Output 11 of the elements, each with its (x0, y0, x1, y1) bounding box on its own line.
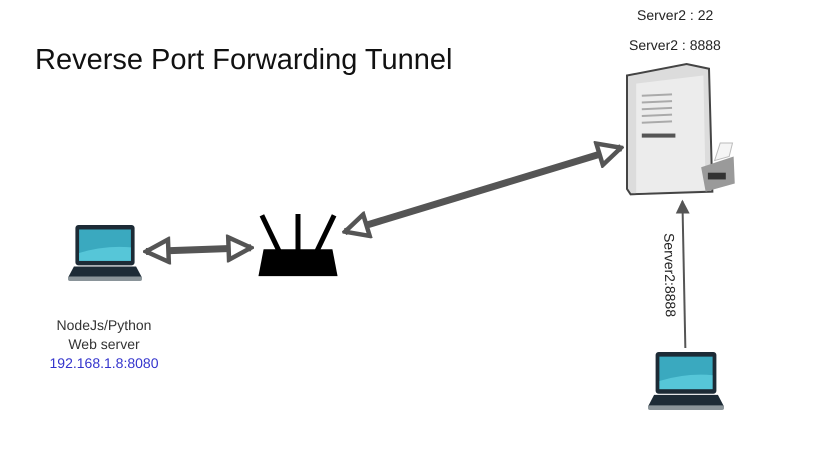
node-caption: Server2 : 22 (637, 6, 714, 25)
arrow (676, 200, 690, 348)
server-icon (625, 62, 737, 197)
laptop-icon (648, 352, 724, 410)
laptop-icon (68, 225, 142, 281)
double-arrow (144, 235, 254, 264)
double-arrow (342, 141, 624, 238)
node-caption: NodeJs/Python Web server (56, 316, 152, 354)
address-label: Server2 : 8888 (629, 36, 721, 55)
address-label: 192.168.1.8:8080 (49, 354, 159, 373)
diagram-title: Reverse Port Forwarding Tunnel (35, 44, 452, 77)
